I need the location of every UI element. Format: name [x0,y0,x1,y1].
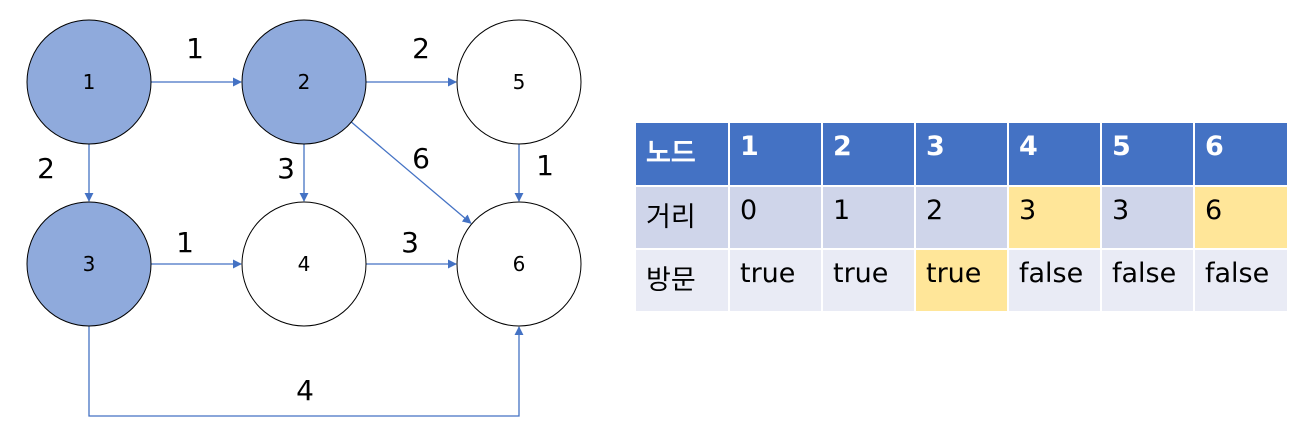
graph-diagram: 1 2 3 4 5 6 1 2 2 3 6 1 1 3 4 [26,19,582,417]
node-3 [26,201,152,327]
row-label: 방문 [636,249,730,313]
edge-weight-5-6: 1 [536,149,554,182]
visited-cell: true [729,249,823,313]
node-label-4: 4 [298,252,311,276]
header-cell: 2 [822,123,916,187]
edge-weight-2-5: 2 [412,32,430,65]
distance-row: 거리 0 1 2 3 3 6 [636,186,1287,250]
edge-weight-4-6: 3 [401,226,419,259]
node-6 [456,201,582,327]
edge-weight-1-3: 2 [37,152,55,185]
edge-weight-2-4: 3 [277,152,295,185]
distance-cell: 2 [915,186,1009,250]
edge-weight-1-2: 1 [186,32,204,65]
distance-cell: 3 [1008,186,1102,250]
node-2 [241,19,367,145]
distance-table: 노드 1 2 3 4 5 6 거리 0 1 2 3 3 6 방문 true tr… [636,123,1287,313]
visited-cell: false [1101,249,1195,313]
node-1 [26,19,152,145]
visited-cell: false [1008,249,1102,313]
header-cell: 4 [1008,123,1102,187]
node-label-6: 6 [513,252,526,276]
visited-cell: false [1194,249,1287,313]
visited-row: 방문 true true true false false false [636,249,1287,313]
header-cell: 5 [1101,123,1195,187]
distance-cell: 6 [1194,186,1287,250]
visited-cell: true [822,249,916,313]
visited-cell: true [915,249,1009,313]
node-5 [456,19,582,145]
node-label-5: 5 [513,70,526,94]
distance-cell: 3 [1101,186,1195,250]
node-label-1: 1 [83,70,96,94]
node-4 [241,201,367,327]
edge-weight-3-4: 1 [176,226,194,259]
distance-cell: 0 [729,186,823,250]
distance-cell: 1 [822,186,916,250]
table-header-row: 노드 1 2 3 4 5 6 [636,123,1287,187]
header-cell: 6 [1194,123,1287,187]
edge-weight-2-6: 6 [412,142,430,175]
header-cell: 1 [729,123,823,187]
node-label-2: 2 [298,70,311,94]
header-cell: 3 [915,123,1009,187]
edge-2-6 [350,121,472,224]
node-label-3: 3 [83,252,96,276]
edge-weight-3-6: 4 [296,374,314,407]
header-cell: 노드 [636,123,730,187]
row-label: 거리 [636,186,730,250]
edge-3-6 [88,326,524,417]
